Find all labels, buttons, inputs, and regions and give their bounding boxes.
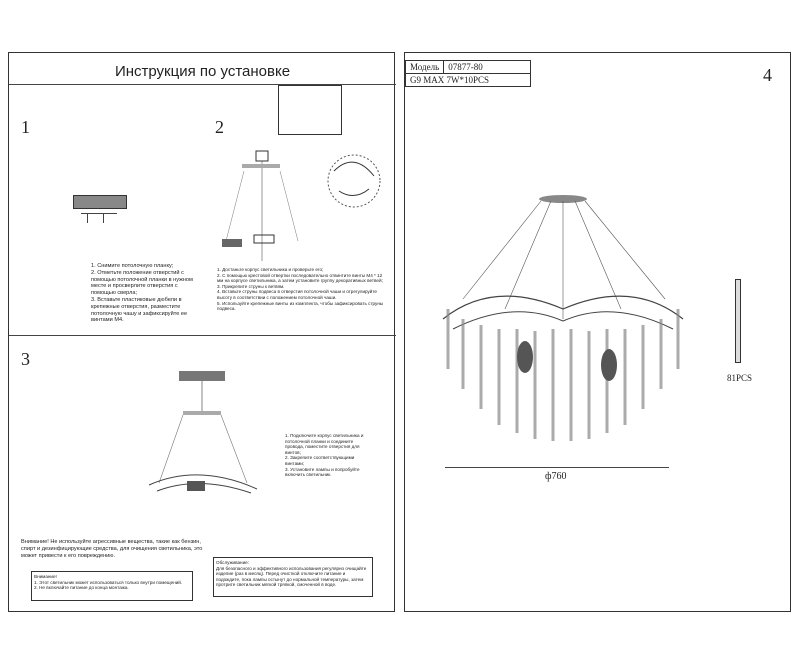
page-title: Инструкция по установке	[114, 63, 291, 80]
middle-divider	[9, 335, 396, 336]
right-page: Модель 07877-80 G9 MAX 7W*10PCS 4	[404, 52, 791, 612]
dimension-line	[445, 467, 669, 468]
title-divider	[9, 84, 396, 85]
chandelier-assembly-drawing	[222, 150, 381, 261]
step-1-number: 1	[21, 117, 30, 137]
chandelier-install-drawing	[148, 371, 258, 494]
ceiling-plate-drawing	[73, 195, 133, 249]
pcs-label: 81PCS	[727, 373, 753, 383]
step-2-number: 2	[215, 117, 224, 137]
warning-text: Внимание! Не используйте агрессивные вещ…	[21, 539, 203, 559]
page-number: 4	[763, 65, 772, 85]
detail-inset	[278, 85, 342, 135]
diameter-label: ф760	[545, 471, 567, 482]
left-page: Инструкция по установке 1 1. Снимите пот…	[8, 52, 396, 612]
crystal-rod	[735, 279, 741, 363]
service-box: Обслуживание: Для безопасного и эффектив…	[213, 557, 373, 597]
spec-table: Модель 07877-80 G9 MAX 7W*10PCS	[404, 60, 532, 87]
step-3-text: 1. Подключите корпус светильника и потол…	[285, 433, 364, 478]
step-1-text: 1. Снимите потолочную планку; 2. Отметьт…	[91, 263, 193, 324]
caution-box: Внимание! 1. Этот светильник может испол…	[31, 571, 193, 601]
step-3-number: 3	[21, 349, 30, 369]
model-value: 07877-80	[443, 60, 532, 74]
lamp-spec: G9 MAX 7W*10PCS	[404, 73, 532, 87]
step-2-text: 1. Достаньте корпус светильника и провер…	[217, 267, 384, 312]
model-label: Модель	[404, 60, 445, 74]
chandelier-drawing	[442, 195, 684, 441]
